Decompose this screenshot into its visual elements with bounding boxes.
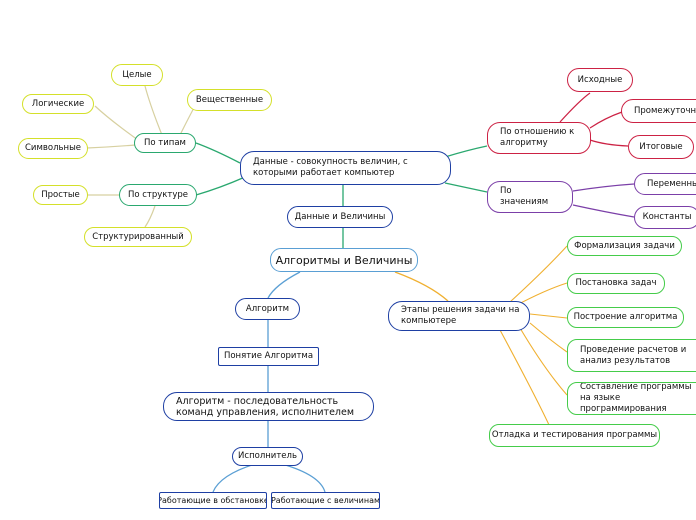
connector-stages-formalize [509, 245, 568, 303]
leaf-source[interactable]: Исходные [567, 68, 633, 92]
stage-calc[interactable]: Проведение расчетов и анализ результатов [567, 339, 696, 372]
connector-types-symbolic [86, 144, 136, 149]
leaf-structured[interactable]: Структурированный [84, 227, 192, 247]
central-topic[interactable]: Алгоритмы и Величины [270, 248, 418, 272]
by-types-node[interactable]: По типам [134, 133, 196, 153]
executor-node[interactable]: Исполнитель [232, 447, 303, 466]
connector-stages-debug [499, 329, 551, 428]
data-definition-node[interactable]: Данные - совокупность величин, с которым… [240, 151, 451, 185]
connector-stages-calc [529, 322, 568, 353]
connector-types-integers [144, 85, 163, 136]
stage-formalize[interactable]: Формализация задачи [567, 236, 682, 256]
connector-relation-final [589, 139, 629, 147]
algorithm-node[interactable]: Алгоритм [235, 298, 300, 320]
by-structure-node[interactable]: По структуре [119, 184, 197, 206]
by-relation-node[interactable]: По отношению к алгоритму [487, 122, 591, 154]
leaf-symbolic[interactable]: Символьные [18, 138, 88, 159]
leaf-logical[interactable]: Логические [22, 94, 94, 114]
connector-stages-build [529, 313, 568, 319]
connector-stages-program [519, 327, 568, 396]
leaf-constant[interactable]: Константы [634, 206, 696, 229]
connector-central-algorithm [267, 271, 301, 299]
stage-debug[interactable]: Отладка и тестирования программы [489, 424, 660, 447]
by-values-node[interactable]: По значениям [487, 181, 573, 213]
algorithm-concept-node[interactable]: Понятие Алгоритма [218, 347, 319, 366]
connector-values-const [572, 204, 635, 218]
leaf-simple[interactable]: Простые [33, 185, 88, 205]
leaf-real[interactable]: Вещественные [187, 89, 272, 111]
algorithm-definition-node[interactable]: Алгоритм - последовательность команд упр… [163, 392, 374, 421]
connector-relation-source [559, 92, 591, 123]
connector-def-values [444, 182, 488, 193]
connector-executor-env [212, 463, 256, 493]
connector-central-stages [394, 271, 449, 302]
connector-def-types [195, 142, 241, 164]
stage-program[interactable]: Составление программы на языке программи… [567, 382, 696, 415]
data-values-node[interactable]: Данные и Величины [287, 206, 393, 228]
connector-executor-values [281, 463, 326, 493]
connector-def-relation [444, 145, 488, 158]
connector-def-structure [195, 176, 246, 196]
connector-values-variable [572, 183, 635, 192]
leaf-final[interactable]: Итоговые [628, 135, 694, 159]
leaf-intermediate[interactable]: Промежуточные [621, 99, 696, 123]
connector-types-logical [94, 105, 139, 141]
stage-build[interactable]: Построение алгоритма [567, 307, 684, 328]
executor-env-node[interactable]: Работающие в обстановке [159, 492, 267, 509]
stages-node[interactable]: Этапы решения задачи на компьютере [388, 301, 530, 331]
executor-values-node[interactable]: Работающие с величинам [271, 492, 380, 509]
connector-structure-structured [144, 205, 156, 228]
leaf-variable[interactable]: Переменные [634, 173, 696, 195]
connector-relation-intermediate [589, 111, 623, 129]
stage-setup[interactable]: Постановка задач [567, 273, 665, 294]
leaf-integers[interactable]: Целые [111, 64, 163, 86]
connector-types-real [179, 105, 196, 136]
